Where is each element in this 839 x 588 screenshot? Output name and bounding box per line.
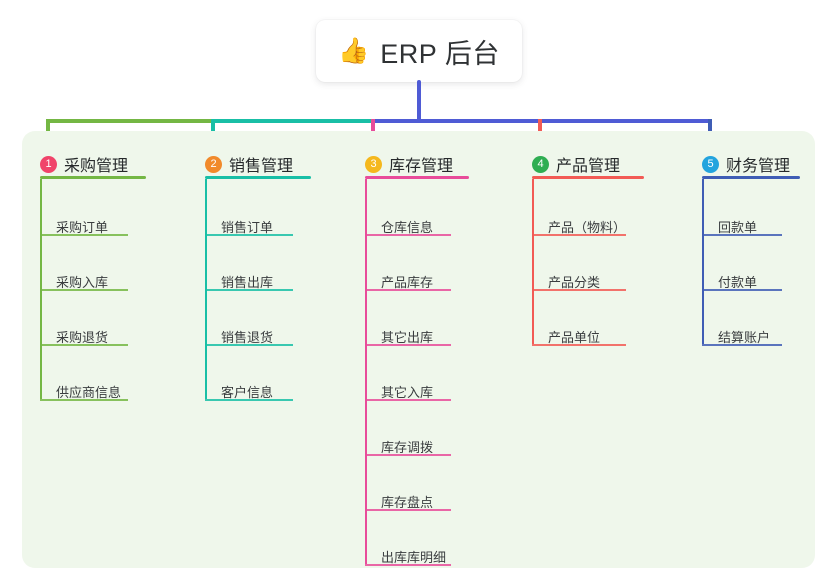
leaf-node-label: 仓库信息 <box>381 220 434 235</box>
leaf-node-underline <box>532 289 626 291</box>
category-header-4[interactable]: 4 产品管理 <box>532 152 620 176</box>
category-header-2[interactable]: 2 销售管理 <box>205 152 293 176</box>
leaf-node-label: 销售退货 <box>221 330 274 345</box>
category-title: 销售管理 <box>229 158 294 175</box>
leaf-node-underline <box>40 399 128 401</box>
leaf-node-label: 结算账户 <box>718 330 771 345</box>
leaf-node-underline <box>532 234 626 236</box>
leaf-node-underline <box>365 509 451 511</box>
category-index-badge: 3 <box>365 155 382 173</box>
leaf-node-underline <box>40 344 128 346</box>
category-index-badge: 2 <box>205 155 222 173</box>
leaf-node-label: 销售订单 <box>221 220 274 235</box>
leaf-node-label: 产品（物料） <box>548 220 627 235</box>
leaf-node-label: 出库库明细 <box>381 550 447 565</box>
category-underline <box>365 176 469 179</box>
leaf-node-label: 其它入库 <box>381 385 434 400</box>
leaf-node-label: 产品分类 <box>548 275 601 290</box>
leaf-node[interactable]: 销售出库 <box>205 272 303 292</box>
leaf-node[interactable]: 其它出库 <box>365 327 461 347</box>
leaf-node-label: 库存调拨 <box>381 440 434 455</box>
leaf-node-underline <box>702 289 782 291</box>
leaf-node[interactable]: 产品（物料） <box>532 217 636 237</box>
root-stem <box>417 80 421 123</box>
category-underline <box>532 176 644 179</box>
leaf-node[interactable]: 仓库信息 <box>365 217 461 237</box>
leaf-node[interactable]: 产品单位 <box>532 327 636 347</box>
segment-teal <box>211 119 375 123</box>
leaf-node-underline <box>365 289 451 291</box>
category-underline <box>205 176 311 179</box>
leaf-node-underline <box>365 454 451 456</box>
leaf-node[interactable]: 客户信息 <box>205 382 303 402</box>
leaf-node[interactable]: 产品分类 <box>532 272 636 292</box>
category-underline <box>40 176 146 179</box>
leaf-node-underline <box>205 289 293 291</box>
leaf-node-underline <box>205 399 293 401</box>
category-spine <box>365 179 367 564</box>
leaf-node[interactable]: 销售订单 <box>205 217 303 237</box>
leaf-node-underline <box>205 234 293 236</box>
leaf-node-label: 库存盘点 <box>381 495 434 510</box>
leaf-node-underline <box>365 399 451 401</box>
leaf-node-label: 销售出库 <box>221 275 274 290</box>
category-header-1[interactable]: 1 采购管理 <box>40 152 128 176</box>
leaf-node-underline <box>205 344 293 346</box>
leaf-node-underline <box>40 289 128 291</box>
category-title: 产品管理 <box>556 158 621 175</box>
category-header-3[interactable]: 3 库存管理 <box>365 152 453 176</box>
leaf-node-label: 客户信息 <box>221 385 274 400</box>
leaf-node[interactable]: 供应商信息 <box>40 382 138 402</box>
category-index-badge: 5 <box>702 155 719 173</box>
leaf-node-underline <box>365 234 451 236</box>
leaf-node-label: 采购订单 <box>56 220 109 235</box>
leaf-node-label: 采购入库 <box>56 275 109 290</box>
leaf-node[interactable]: 其它入库 <box>365 382 461 402</box>
leaf-node-underline <box>40 234 128 236</box>
category-index-badge: 4 <box>532 155 549 173</box>
root-node-title: ERP 后台 <box>380 38 500 69</box>
leaf-node-label: 产品库存 <box>381 275 434 290</box>
root-node-card[interactable]: 👍 ERP 后台 <box>316 20 522 82</box>
leaf-node-underline <box>532 344 626 346</box>
category-title: 库存管理 <box>389 158 454 175</box>
diagram-panel <box>22 131 815 568</box>
category-index-badge: 1 <box>40 155 57 173</box>
leaf-node-label: 付款单 <box>718 275 758 290</box>
leaf-node[interactable]: 采购入库 <box>40 272 138 292</box>
leaf-node[interactable]: 出库库明细 <box>365 547 461 567</box>
leaf-node[interactable]: 结算账户 <box>702 327 792 347</box>
leaf-node-label: 供应商信息 <box>56 385 122 400</box>
leaf-node-label: 产品单位 <box>548 330 601 345</box>
segment-green <box>46 119 215 123</box>
leaf-node[interactable]: 采购退货 <box>40 327 138 347</box>
leaf-node-underline <box>365 564 451 566</box>
leaf-node[interactable]: 库存盘点 <box>365 492 461 512</box>
category-underline <box>702 176 800 179</box>
leaf-node[interactable]: 产品库存 <box>365 272 461 292</box>
root-node-content: 👍 ERP 后台 <box>338 32 500 71</box>
category-spine <box>702 179 704 344</box>
category-spine <box>532 179 534 344</box>
leaf-node-label: 采购退货 <box>56 330 109 345</box>
leaf-node-underline <box>702 344 782 346</box>
leaf-node[interactable]: 销售退货 <box>205 327 303 347</box>
category-title: 财务管理 <box>726 158 791 175</box>
leaf-node-underline <box>365 344 451 346</box>
leaf-node[interactable]: 回款单 <box>702 217 792 237</box>
leaf-node[interactable]: 采购订单 <box>40 217 138 237</box>
leaf-node[interactable]: 库存调拨 <box>365 437 461 457</box>
leaf-node-label: 其它出库 <box>381 330 434 345</box>
thumbs-up-icon: 👍 <box>338 35 370 65</box>
leaf-node-label: 回款单 <box>718 220 758 235</box>
category-header-5[interactable]: 5 财务管理 <box>702 152 790 176</box>
category-title: 采购管理 <box>64 158 129 175</box>
leaf-node-underline <box>702 234 782 236</box>
leaf-node[interactable]: 付款单 <box>702 272 792 292</box>
